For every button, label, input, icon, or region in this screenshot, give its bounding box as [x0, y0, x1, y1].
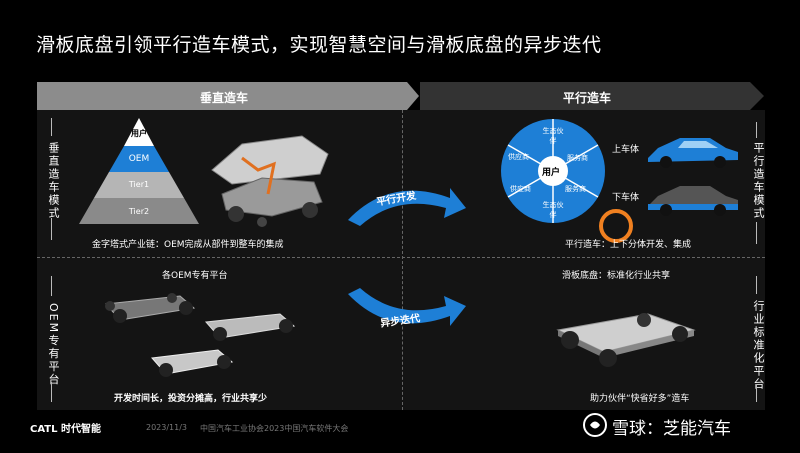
footer-date: 2023/11/3 — [146, 423, 188, 432]
side-line — [51, 276, 52, 296]
upper-car-image — [648, 138, 738, 168]
upper-body-label: 上车体 — [612, 145, 640, 155]
vertical-divider — [402, 110, 403, 410]
oem-downside-caption: 开发时间长，投资分摊高，行业共享少 — [114, 394, 268, 404]
ecosystem-segment: 供应商 — [510, 185, 531, 193]
ecosystem-wheel — [501, 119, 605, 223]
ecosystem-segment: 服务商 — [565, 185, 586, 193]
ecosystem-segment: 供应商 — [508, 153, 529, 161]
pyramid-oem: OEM — [128, 154, 150, 164]
side-line — [756, 276, 757, 294]
oem-chassis-images — [104, 293, 296, 377]
header-right-bar — [420, 82, 750, 110]
skateboard-caption: 滑板底盘：标准化行业共享 — [562, 271, 671, 281]
snowball-logo-icon — [583, 413, 607, 437]
header-right-label: 平行造车 — [563, 91, 612, 105]
skateboard-chassis-image — [556, 313, 696, 367]
lower-car-image — [648, 186, 738, 216]
pyramid-user: 用户 — [131, 129, 147, 138]
horizontal-divider — [37, 257, 765, 258]
pyramid-tier2: Tier2 — [128, 207, 150, 216]
oem-platforms-caption: 各OEM专有平台 — [162, 271, 228, 281]
side-line — [51, 382, 52, 402]
side-label-oem-platform: OEM专有平台 — [47, 303, 60, 387]
header-left-bar — [37, 82, 407, 110]
watermark: 雪球：芝能汽车 — [612, 419, 731, 439]
pyramid-tier1: Tier1 — [128, 180, 150, 189]
async-iter-arrow — [348, 288, 466, 326]
pyramid-caption: 金字塔式产业链：OEM完成从部件到整车的集成 — [92, 240, 284, 250]
supply-chain-pyramid — [79, 118, 199, 224]
header-right-chevron — [750, 82, 764, 110]
side-line — [756, 122, 757, 138]
parallel-caption: 平行造车：上下分体开发、集成 — [565, 240, 692, 250]
side-line — [51, 118, 52, 136]
footer-event: 中国汽车工业协会2023中国汽车软件大会 — [200, 424, 349, 433]
side-line — [51, 218, 52, 240]
ecosystem-segment: 生态伙伴 — [542, 127, 564, 145]
side-label-industry-platform: 行业标准化平台 — [752, 300, 765, 391]
partners-caption: 助力伙伴“快省好多”造车 — [590, 394, 690, 404]
ecosystem-segment: 服务商 — [567, 154, 588, 162]
ecosystem-segment: 生态伙伴 — [542, 201, 564, 219]
side-label-vertical-mode: 垂直造车模式 — [47, 142, 60, 220]
orange-ring — [599, 209, 633, 243]
lower-body-label: 下车体 — [612, 193, 640, 203]
slide-title: 滑板底盘引领平行造车模式，实现智慧空间与滑板底盘的异步迭代 — [36, 34, 602, 56]
side-line — [756, 222, 757, 244]
brand-logo: CATL 时代智能 — [30, 424, 101, 435]
header-left-label: 垂直造车 — [200, 91, 249, 105]
ecosystem-center: 用户 — [542, 168, 561, 178]
side-line — [756, 384, 757, 402]
header-left-chevron — [407, 82, 419, 110]
side-label-parallel-mode: 平行造车模式 — [752, 142, 765, 220]
parallel-dev-arrow — [348, 188, 466, 226]
exploded-car-image — [211, 135, 329, 227]
